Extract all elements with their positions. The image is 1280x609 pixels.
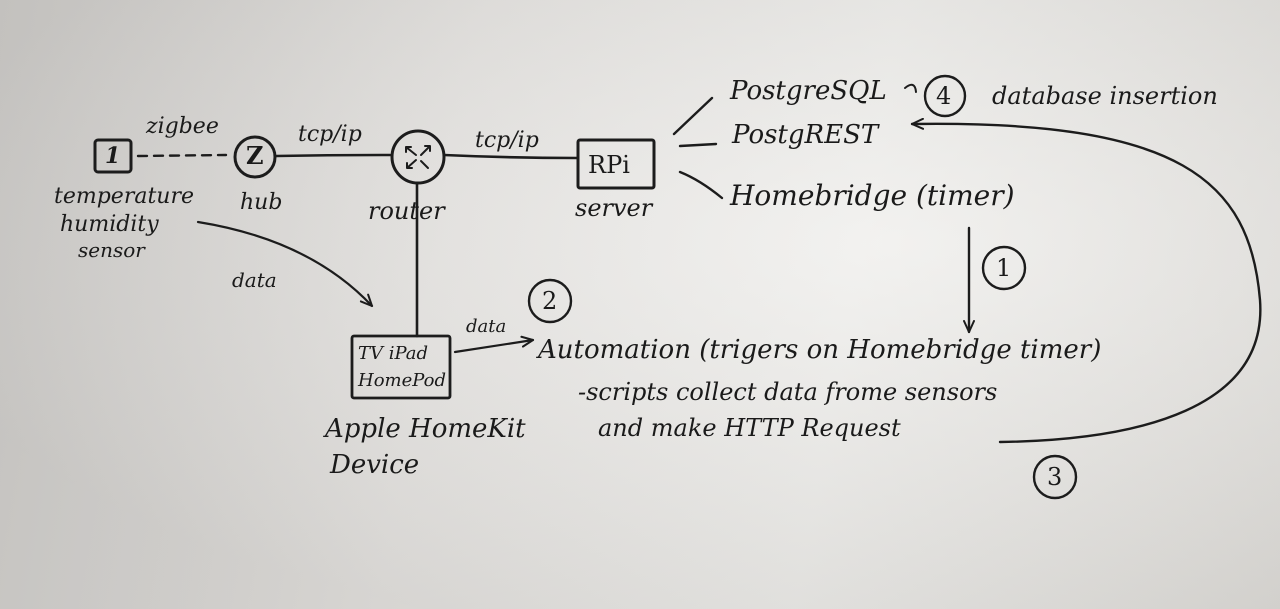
homebridge-label: Homebridge (timer): [730, 179, 1015, 212]
step3-loop-arrow: [910, 117, 1262, 444]
branch-homebridge: [678, 170, 724, 200]
automation-line1: Automation (trigers on Homebridge timer): [538, 335, 1102, 365]
postgrest-label: PostgREST: [732, 120, 879, 150]
sensor-box: [93, 138, 133, 174]
automation-line3: and make HTTP Request: [598, 414, 901, 442]
device-automation-arrow: [453, 335, 535, 354]
postgresql-hook: [904, 83, 917, 93]
step4-circle: [923, 74, 967, 118]
hub-router-label: tcp/ip: [298, 122, 362, 147]
sensor-device-arrow: [196, 220, 374, 308]
sensor-box-label: 1: [105, 143, 121, 169]
server-box-label: RPi: [588, 151, 630, 179]
zigbee-link: [136, 153, 228, 158]
hub-router-link: [274, 153, 392, 158]
hub-circle: [233, 135, 277, 179]
device-box-line1: TV iPad: [358, 343, 429, 364]
step4-number: 4: [936, 82, 952, 110]
device-box: [350, 334, 452, 400]
step4-label: database insertion: [992, 82, 1218, 110]
step3-circle: [1032, 454, 1078, 500]
server-name: server: [575, 194, 653, 222]
router-server-link: [442, 153, 580, 160]
automation-line2: -scripts collect data frome sensors: [578, 378, 998, 406]
hub-name: hub: [240, 190, 283, 215]
zigbee-label: zigbee: [146, 114, 219, 139]
sensor-name-line3: sensor: [78, 238, 145, 262]
router-name: router: [368, 197, 445, 225]
step1-number: 1: [996, 254, 1012, 282]
router-circle: [390, 129, 446, 185]
device-name-line2: Device: [330, 450, 420, 480]
step2-number: 2: [542, 287, 558, 315]
device-automation-data-label: data: [466, 316, 507, 337]
step3-number: 3: [1047, 463, 1063, 491]
step2-circle: [527, 278, 573, 324]
sensor-name-line1: temperature: [54, 184, 195, 209]
server-box: [576, 138, 656, 190]
device-box-line2: HomePod: [358, 370, 446, 391]
device-name-line1: Apple HomeKit: [325, 414, 526, 444]
postgresql-label: PostgreSQL: [730, 76, 887, 106]
router-glyph: [405, 145, 431, 169]
router-server-label: tcp/ip: [475, 128, 539, 153]
branch-postgrest: [678, 142, 718, 148]
sensor-name-line2: humidity: [60, 212, 159, 237]
branch-postgresql: [672, 96, 714, 136]
hub-circle-label: Z: [246, 141, 264, 170]
step1-circle: [981, 245, 1027, 291]
sensor-device-data-label: data: [232, 268, 277, 292]
